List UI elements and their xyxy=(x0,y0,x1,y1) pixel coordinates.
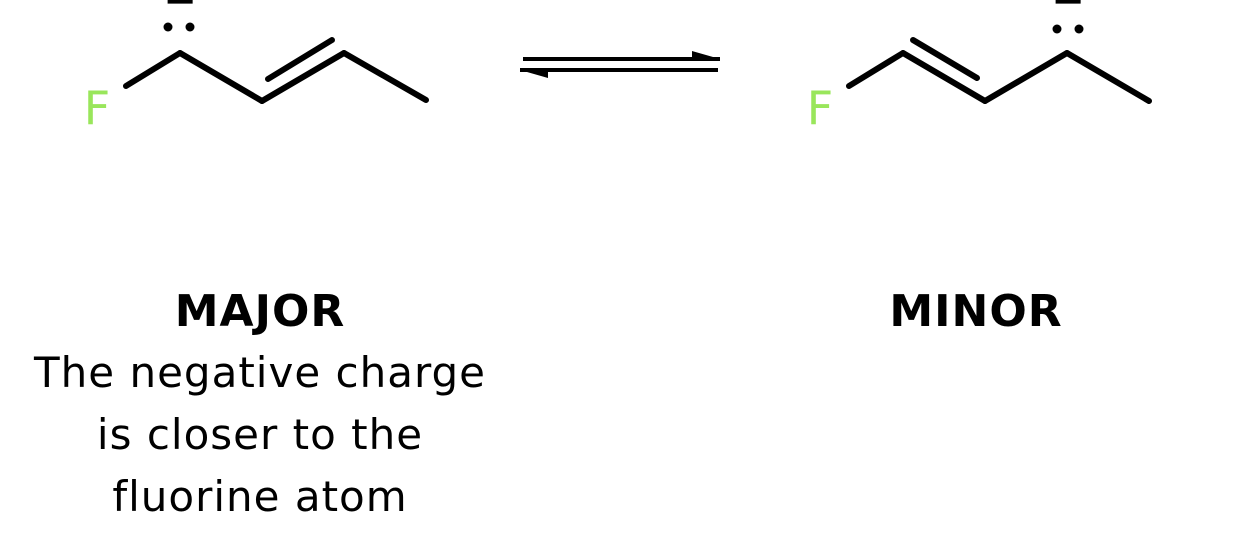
single-bond-methyl xyxy=(1064,50,1152,104)
lone-pair-dot xyxy=(1074,24,1084,34)
single-bond xyxy=(177,50,265,104)
fluorine-atom-label: F xyxy=(807,81,833,135)
negative-charge-symbol: − xyxy=(163,0,197,24)
double-bond-inner xyxy=(265,37,335,82)
reverse-arrowhead xyxy=(520,70,548,78)
explanation-line: The negative charge xyxy=(34,348,486,397)
single-bond xyxy=(982,50,1070,104)
fluorine-atom-label: F xyxy=(84,81,110,135)
major-label: MAJOR xyxy=(174,286,346,337)
single-bond-methyl xyxy=(341,50,429,103)
minor-structure: F − xyxy=(807,0,1152,135)
double-bond-inner xyxy=(910,37,980,81)
double-bond-main xyxy=(900,50,988,104)
c-f-bond xyxy=(123,50,183,89)
lone-pair-dot xyxy=(1052,24,1062,34)
double-bond-main xyxy=(259,50,347,104)
equilibrium-arrows-icon xyxy=(520,51,720,78)
minor-label: MINOR xyxy=(889,286,1063,337)
lone-pair-dot xyxy=(163,22,173,32)
explanation-line: is closer to the xyxy=(96,410,424,459)
lone-pair-dot xyxy=(185,22,195,32)
negative-charge-symbol: − xyxy=(1051,0,1085,24)
forward-arrowhead xyxy=(692,51,720,59)
c-f-bond xyxy=(846,50,906,89)
explanation-line: fluorine atom xyxy=(112,472,408,521)
major-explanation: The negative charge is closer to the flu… xyxy=(10,342,510,528)
minor-caption: MINOR xyxy=(776,282,1176,342)
major-caption: MAJOR The negative charge is closer to t… xyxy=(10,282,510,528)
major-structure: F − xyxy=(84,0,429,135)
